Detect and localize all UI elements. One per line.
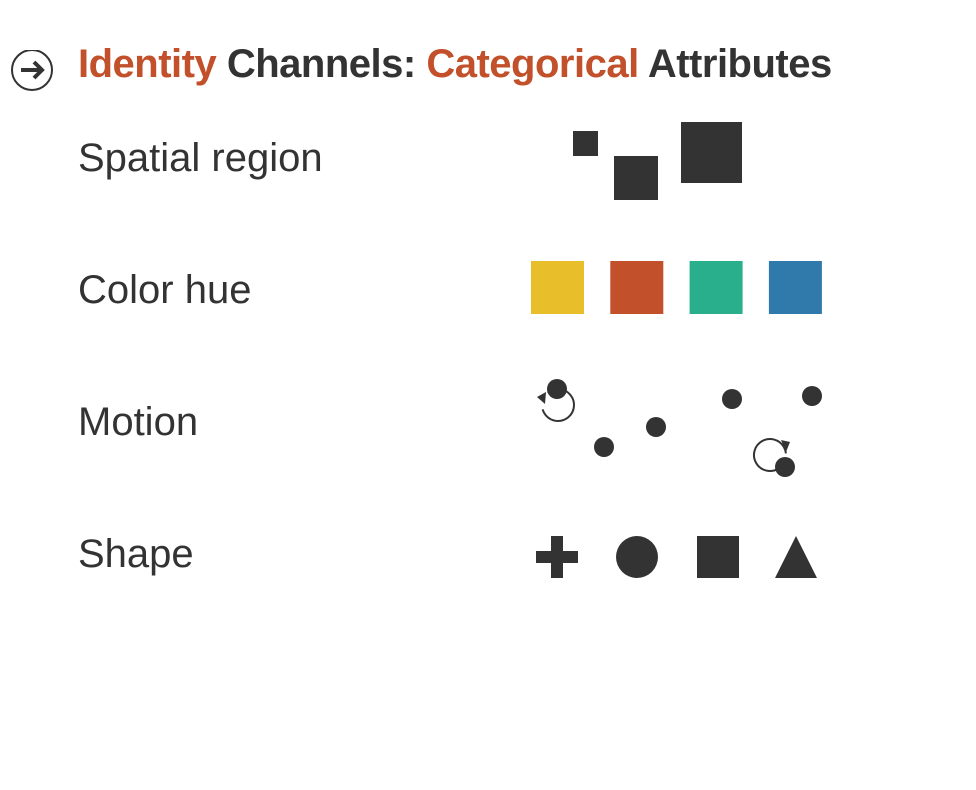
row-label-motion: Motion [78,400,199,444]
motion-dot [646,417,666,437]
title-identity: Identity [78,42,217,86]
title-attributes: Attributes [647,42,832,86]
color-hue-swatch [768,261,822,314]
color-hue-swatch [610,261,664,314]
shape-triangle [775,536,817,578]
spatial-square-small [573,131,598,156]
shape-plus [536,536,578,578]
color-hue-marks [531,261,822,314]
motion-marks [537,379,822,477]
motion-dot [722,389,742,409]
motion-arrowhead [537,392,546,404]
row-label-color-hue: Color hue [78,268,252,312]
shape-square [697,536,739,578]
shape-circle [616,536,658,578]
row-label-spatial-region: Spatial region [78,136,323,180]
motion-arrowhead [781,440,790,452]
arrow-right-circle-icon[interactable] [10,50,54,94]
color-hue-swatch [531,261,584,314]
title-channels: Channels: [226,42,416,86]
shape-marks [536,536,817,578]
motion-dot [594,437,614,457]
title-categorical: Categorical [426,42,639,86]
row-label-shape: Shape [78,532,194,576]
spatial-square-medium [614,156,658,200]
motion-dot [547,379,567,399]
page-title: Identity Channels: Categorical Attribute… [78,42,832,87]
motion-dot [775,457,795,477]
motion-dot [802,386,822,406]
spatial-region-marks [573,122,742,200]
spatial-square-large [681,122,742,183]
color-hue-swatch [689,261,743,314]
motion-rotation-arrow [541,388,575,422]
